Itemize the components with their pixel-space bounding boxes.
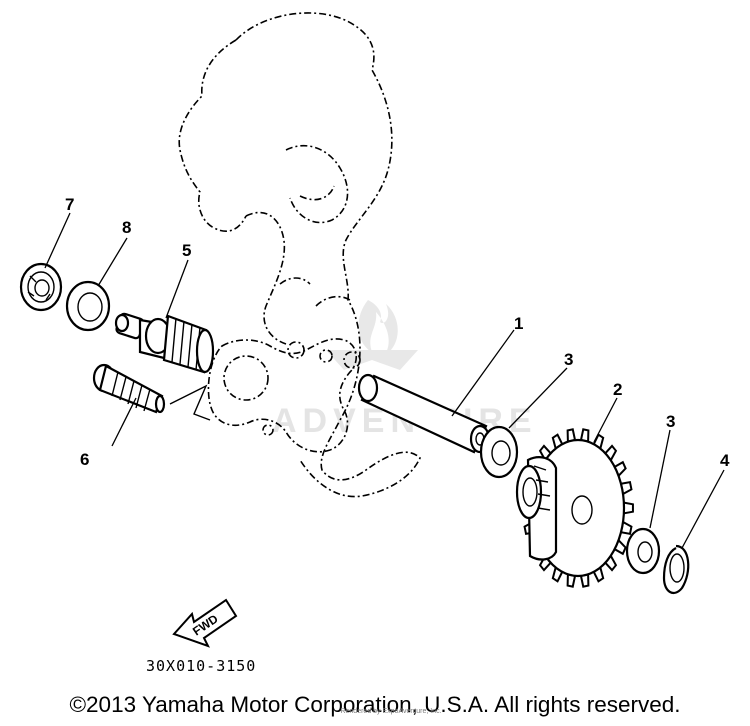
copyright-footer: ©2013 Yamaha Motor Corporation, U.S.A. A…: [69, 692, 681, 717]
callout-2: 2: [613, 380, 622, 399]
leader-lines: [44, 212, 725, 549]
fwd-arrow-icon: FWD: [172, 598, 238, 648]
part-8-washer: [65, 280, 111, 332]
part-3a-washer: [479, 425, 519, 479]
watermark-logo: [326, 300, 418, 370]
part-4-circlip: [662, 544, 690, 595]
part-code: 30X010-3150: [146, 657, 256, 675]
assembly-line: [169, 384, 211, 421]
callout-7: 7: [65, 195, 74, 214]
part-3b-washer: [625, 527, 661, 575]
rendered-by-text: Rendered by ExpoAventure, Inc.: [340, 708, 442, 715]
part-5-driven-gear: [114, 312, 215, 374]
callout-1: 1: [514, 314, 523, 333]
part-7-oil-seal: [19, 262, 63, 312]
part-2-gear: [515, 428, 634, 588]
engine-case-outline: [178, 12, 421, 498]
callout-6: 6: [80, 450, 89, 469]
callout-3b: 3: [666, 412, 675, 431]
callout-8: 8: [122, 218, 131, 237]
callout-5: 5: [182, 241, 191, 260]
gear-tooth: [622, 501, 634, 515]
callout-3a: 3: [564, 350, 573, 369]
callout-4: 4: [720, 451, 730, 470]
part-6-bolt: [92, 363, 166, 414]
